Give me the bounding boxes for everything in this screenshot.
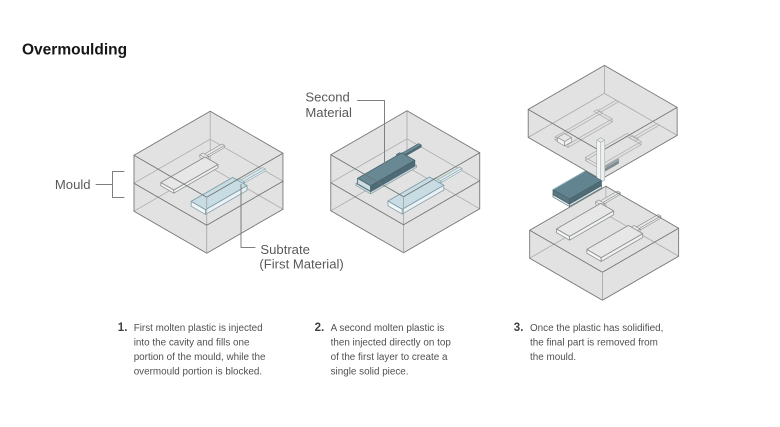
svg-text:Overmoulding: Overmoulding — [22, 42, 127, 59]
svg-text:into the cavity and fills one: into the cavity and fills one — [134, 337, 250, 348]
svg-text:portion of the mould, while th: portion of the mould, while the — [134, 352, 266, 363]
svg-text:Subtrate: Subtrate — [260, 242, 310, 257]
svg-text:A second molten plastic is: A second molten plastic is — [331, 323, 445, 334]
svg-text:3.: 3. — [514, 322, 524, 334]
svg-text:Second: Second — [305, 89, 349, 104]
svg-text:of the first layer to create a: of the first layer to create a — [331, 352, 448, 363]
svg-text:Once the plastic has solidifie: Once the plastic has solidified, — [530, 323, 663, 334]
svg-text:1.: 1. — [118, 322, 128, 334]
svg-text:then injected directly on top: then injected directly on top — [331, 337, 452, 348]
svg-text:(First Material): (First Material) — [259, 257, 343, 272]
svg-text:the mould.: the mould. — [530, 352, 576, 363]
svg-text:the final part is removed from: the final part is removed from — [530, 337, 658, 348]
svg-text:Mould: Mould — [55, 177, 91, 192]
svg-text:single solid piece.: single solid piece. — [331, 366, 409, 377]
svg-text:First molten plastic is inject: First molten plastic is injected — [134, 323, 263, 334]
svg-text:overmould portion is blocked.: overmould portion is blocked. — [134, 366, 262, 377]
svg-text:2.: 2. — [315, 322, 325, 334]
svg-text:Material: Material — [305, 105, 352, 120]
